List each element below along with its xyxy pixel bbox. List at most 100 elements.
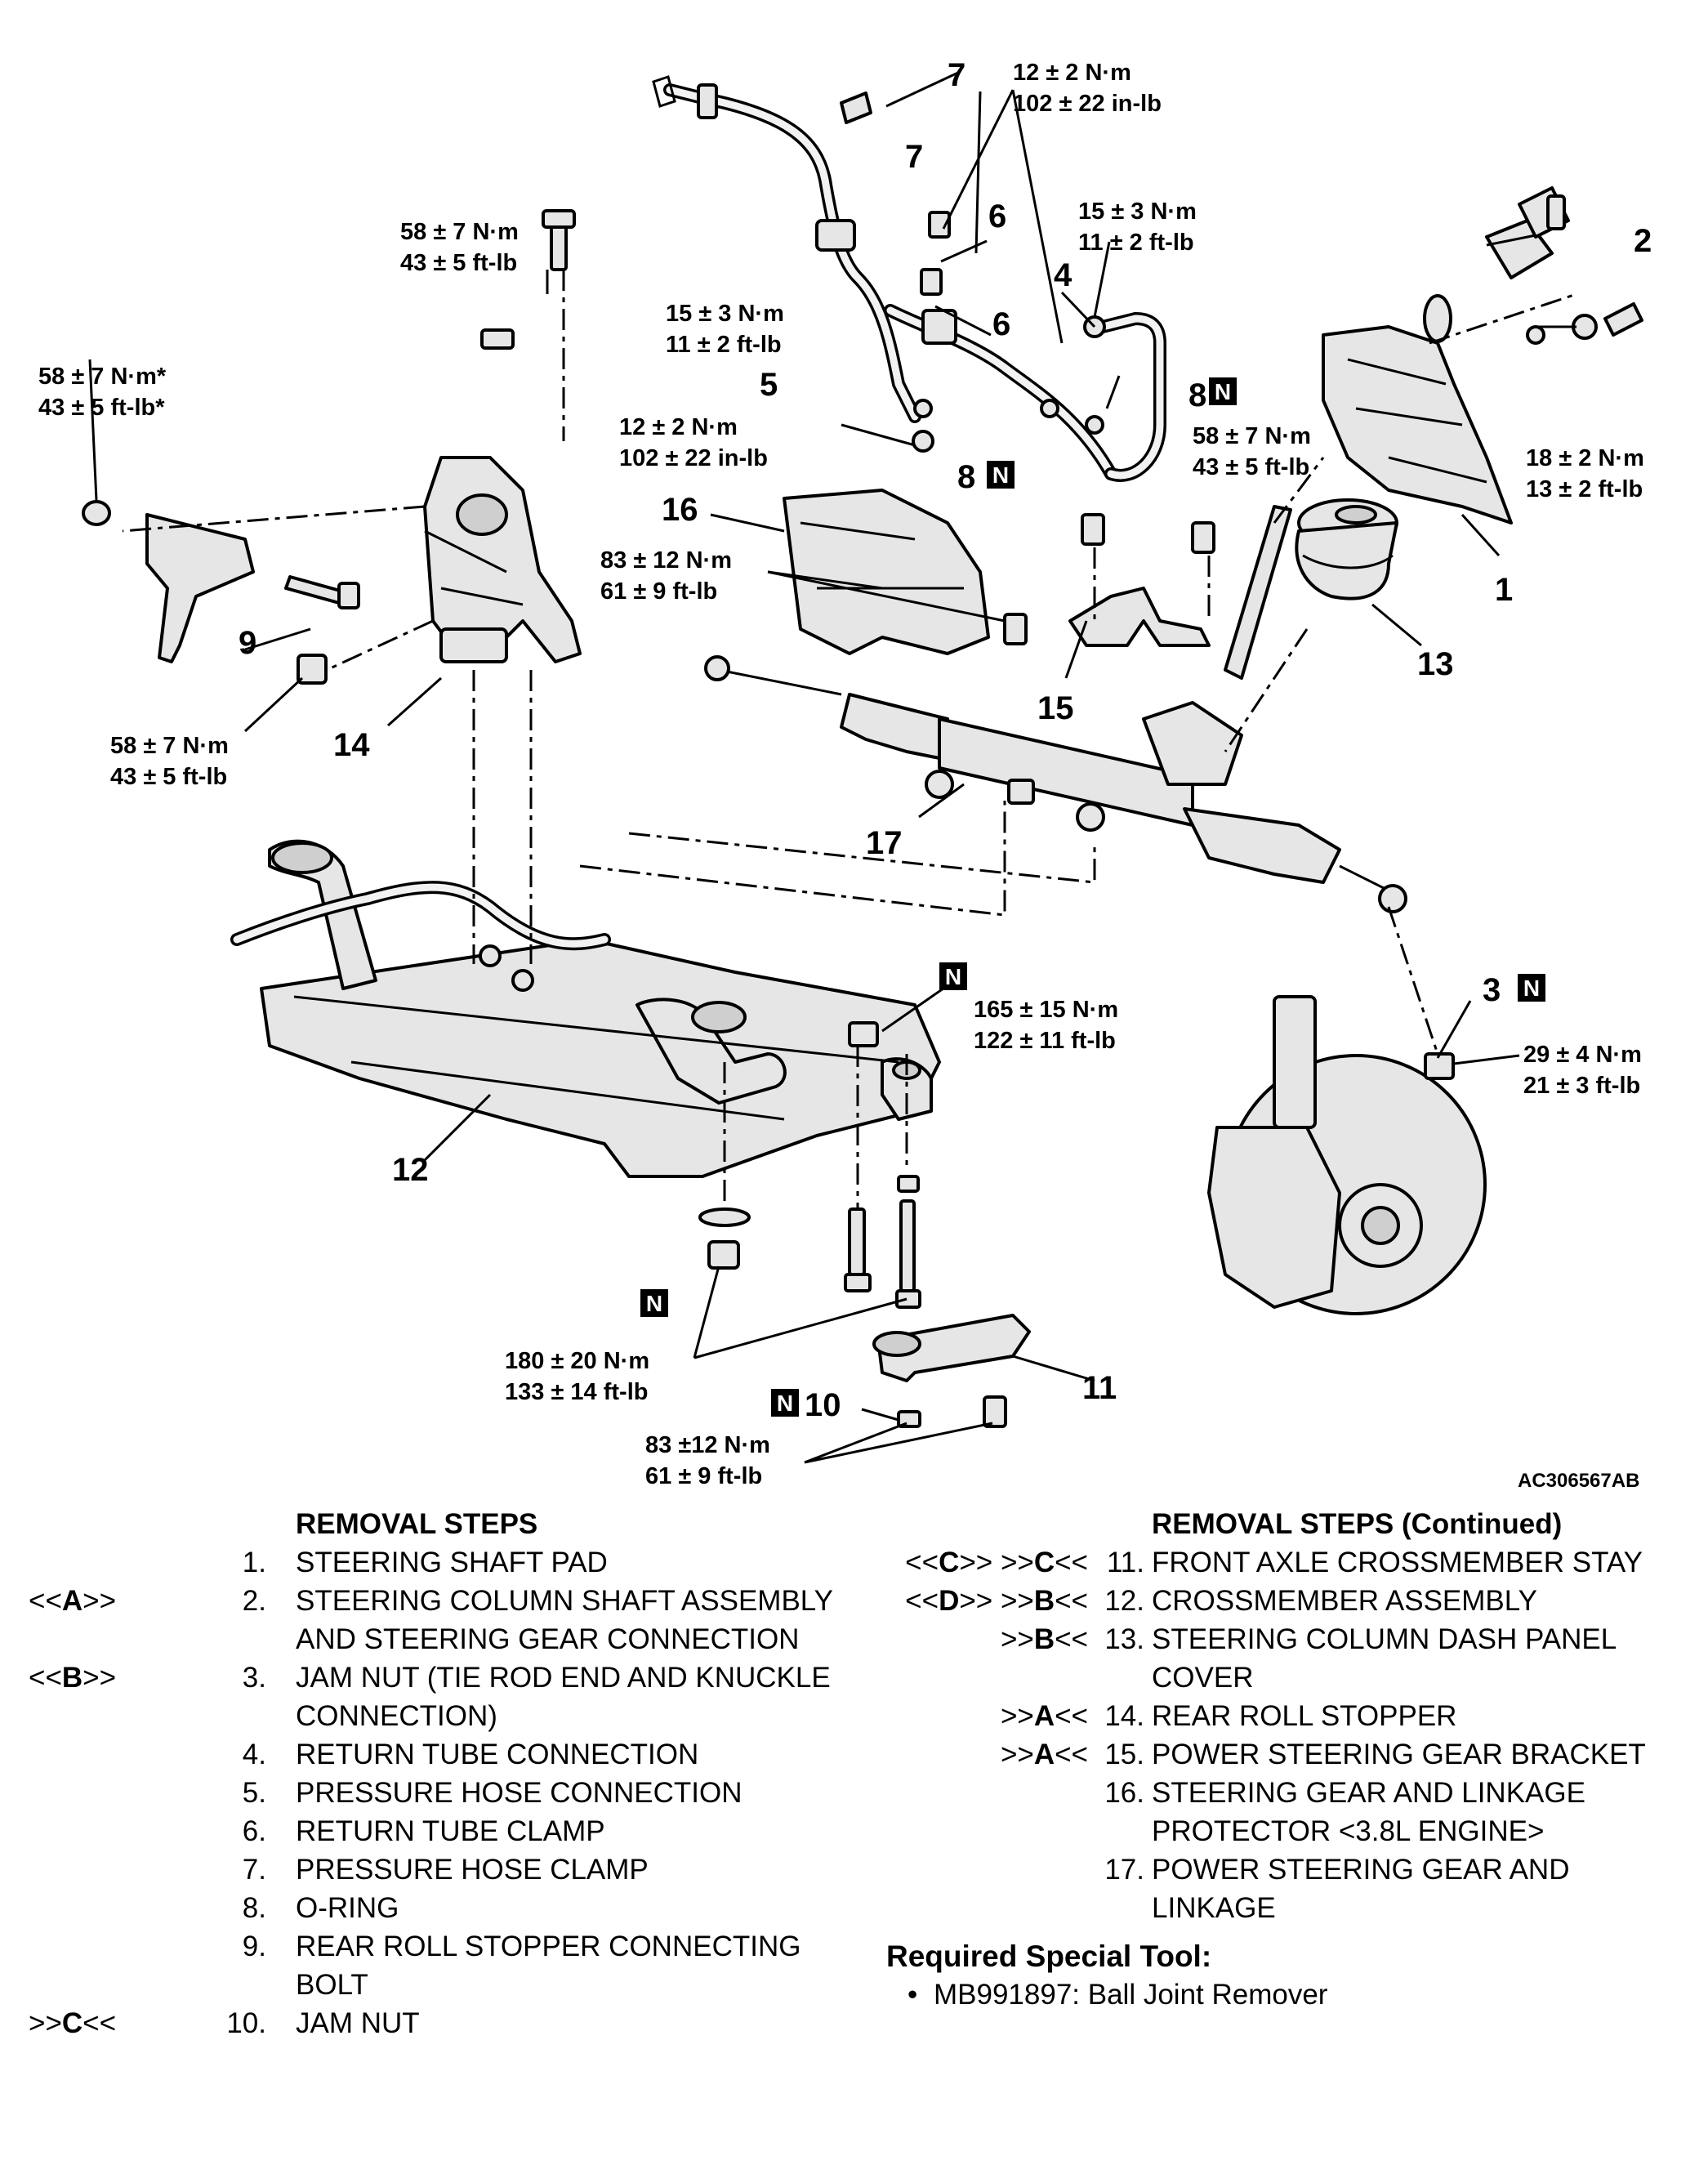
torque-nm: 15 ± 3 N·m — [1078, 199, 1197, 225]
n-marker: N — [640, 1289, 668, 1317]
torque-nm: 165 ± 15 N·m — [974, 997, 1118, 1023]
torque-nm: 58 ± 7 N·m — [400, 219, 519, 245]
step-number: 5. — [242, 1777, 266, 1809]
rear-roll-stopper-bracket — [82, 500, 255, 663]
rear-roll-stopper-bolts — [284, 209, 576, 685]
svg-text:N: N — [1523, 975, 1540, 1001]
step-text: PRESSURE HOSE CLAMP — [296, 1854, 649, 1886]
special-tool-item: MB991897: Ball Joint Remover — [886, 1975, 1708, 2014]
exploded-assembly-diagram: 7 7 6 6 4 5 8 8 2 1 13 16 15 17 9 14 3 1… — [38, 57, 1652, 1492]
removal-step: <<A>>2.STEERING COLUMN SHAFT ASSEMBLY AN… — [0, 1582, 835, 1658]
step-text: FRONT AXLE CROSSMEMBER STAY — [1152, 1547, 1643, 1578]
torque-ftlb: 13 ± 2 ft-lb — [1526, 476, 1643, 502]
removal-steps-section: REMOVAL STEPS 1.STEERING SHAFT PAD<<A>>2… — [0, 1505, 1708, 2158]
torque-inlb: 102 ± 22 in-lb — [619, 445, 768, 471]
callout-17: 17 — [866, 825, 903, 861]
removal-step: >>C<<10.JAM NUT — [0, 2004, 835, 2042]
torque-ftlb: 61 ± 9 ft-lb — [600, 578, 717, 605]
removal-step: 7. PRESSURE HOSE CLAMP — [0, 1850, 835, 1889]
step-number: 2. — [242, 1585, 266, 1617]
torque-nm: 12 ± 2 N·m — [619, 414, 738, 440]
removal-steps-left-column: REMOVAL STEPS 1.STEERING SHAFT PAD<<A>>2… — [0, 1505, 866, 2042]
svg-text:N: N — [777, 1391, 793, 1416]
step-text: POWER STEERING GEAR AND LINKAGE — [1152, 1854, 1570, 1924]
torque-ftlb: 61 ± 9 ft-lb — [645, 1463, 762, 1489]
torque-nm: 58 ± 7 N·m — [110, 733, 229, 759]
n-marker: N — [771, 1389, 799, 1417]
n-marker: N — [1518, 974, 1545, 1002]
knuckle-and-brake-disc — [1207, 995, 1487, 1315]
step-text: CROSSMEMBER ASSEMBLY — [1152, 1585, 1537, 1617]
callout-13: 13 — [1417, 646, 1454, 682]
torque-nm: 58 ± 7 N·m* — [38, 364, 167, 390]
torque-ftlb: 21 ± 3 ft-lb — [1523, 1073, 1640, 1099]
torque-nm: 83 ± 12 N·m — [600, 547, 732, 574]
removal-step: <<C>> >>C<< 11. FRONT AXLE CROSSMEMBER STA… — [874, 1543, 1691, 1582]
callout-7b: 7 — [905, 139, 923, 175]
step-number: 9. — [242, 1931, 266, 1962]
torque-ftlb: 122 ± 11 ft-lb — [974, 1028, 1116, 1054]
step-number: 4. — [242, 1739, 266, 1770]
svg-text:N: N — [992, 462, 1009, 488]
torque-ftlb: 11 ± 2 ft-lb — [666, 332, 782, 358]
removal-step: >>A<<14.REAR ROLL STOPPER — [874, 1697, 1691, 1735]
n-marker: N — [987, 461, 1015, 489]
svg-text:N: N — [1215, 379, 1231, 404]
torque-nm: 15 ± 3 N·m — [666, 301, 784, 327]
step-text: STEERING GEAR AND LINKAGE PROTECTOR <3.8… — [1152, 1777, 1585, 1847]
removal-step: 1.STEERING SHAFT PAD — [0, 1543, 835, 1582]
step-procedure-code: <<C>> >>C<< — [905, 1547, 1088, 1578]
callout-3: 3 — [1483, 972, 1501, 1008]
callout-8a: 8 — [1188, 377, 1206, 413]
step-procedure-code: <<B>> — [29, 1662, 117, 1694]
removal-step: 17.POWER STEERING GEAR AND LINKAGE — [874, 1850, 1691, 1927]
step-number: 3. — [242, 1662, 266, 1694]
step-text: JAM NUT (TIE ROD END AND KNUCKLE CONNECT… — [296, 1662, 831, 1732]
removal-steps-continued-heading: REMOVAL STEPS (Continued) — [1152, 1508, 1563, 1540]
n-marker: N — [1209, 377, 1237, 405]
step-number: 7. — [242, 1854, 266, 1886]
torque-nm: 83 ±12 N·m — [645, 1432, 770, 1458]
removal-step: <<B>> 3. JAM NUT (TIE ROD END AND KNUCKLE … — [0, 1658, 835, 1735]
torque-nm: 58 ± 7 N·m — [1193, 423, 1311, 449]
step-number: 6. — [242, 1815, 266, 1847]
callout-4: 4 — [1054, 257, 1073, 293]
step-text: STEERING COLUMN SHAFT ASSEMBLY AND STEER… — [296, 1585, 833, 1655]
n-marker: N — [939, 962, 967, 990]
special-tool-heading: Required Special Tool: — [886, 1940, 1212, 1973]
removal-step: 5.PRESSURE HOSE CONNECTION — [0, 1774, 835, 1812]
torque-ftlb: 11 ± 2 ft-lb — [1078, 230, 1194, 256]
steering-shaft-pad — [1322, 294, 1513, 525]
steering-column-shaft-joint — [1485, 186, 1643, 345]
torque-ftlb: 133 ± 14 ft-lb — [505, 1379, 648, 1405]
step-text: REAR ROLL STOPPER — [1152, 1700, 1457, 1732]
callout-1: 1 — [1495, 572, 1513, 608]
step-procedure-code: >>A<< — [1000, 1700, 1088, 1732]
power-steering-gear-bracket — [1068, 513, 1215, 647]
callout-12: 12 — [392, 1152, 429, 1188]
torque-nm: 29 ± 4 N·m — [1523, 1042, 1642, 1068]
assembly-dash-lines — [122, 270, 1577, 1209]
step-procedure-code: >>C<< — [29, 2007, 117, 2039]
crossmember-assembly — [230, 839, 941, 1178]
step-text: O-RING — [296, 1892, 399, 1924]
step-number: 16. — [1104, 1777, 1144, 1809]
step-number: 13. — [1104, 1623, 1144, 1655]
step-text: POWER STEERING GEAR BRACKET — [1152, 1739, 1646, 1770]
rear-roll-stopper — [423, 456, 582, 663]
step-text: STEERING COLUMN DASH PANEL COVER — [1152, 1623, 1616, 1694]
step-number: 15. — [1104, 1739, 1144, 1770]
removal-steps-heading: REMOVAL STEPS — [296, 1508, 538, 1540]
figure-code: AC306567AB — [1518, 1470, 1639, 1492]
removal-steps-list: 1.STEERING SHAFT PAD<<A>>2.STEERING COLU… — [0, 1543, 866, 2042]
removal-step: >>B<<13.STEERING COLUMN DASH PANEL COVER — [874, 1620, 1691, 1697]
callout-11: 11 — [1082, 1370, 1117, 1406]
removal-step: 16.STEERING GEAR AND LINKAGE PROTECTOR <… — [874, 1774, 1691, 1850]
step-number: 1. — [242, 1547, 266, 1578]
torque-nm: 12 ± 2 N·m — [1013, 60, 1131, 86]
callout-14: 14 — [333, 727, 370, 763]
step-procedure-code: <<D>> >>B<< — [905, 1585, 1088, 1617]
removal-step: 9.REAR ROLL STOPPER CONNECTING BOLT — [0, 1927, 835, 2004]
step-number: 11. — [1106, 1547, 1144, 1578]
callout-15: 15 — [1037, 690, 1074, 726]
